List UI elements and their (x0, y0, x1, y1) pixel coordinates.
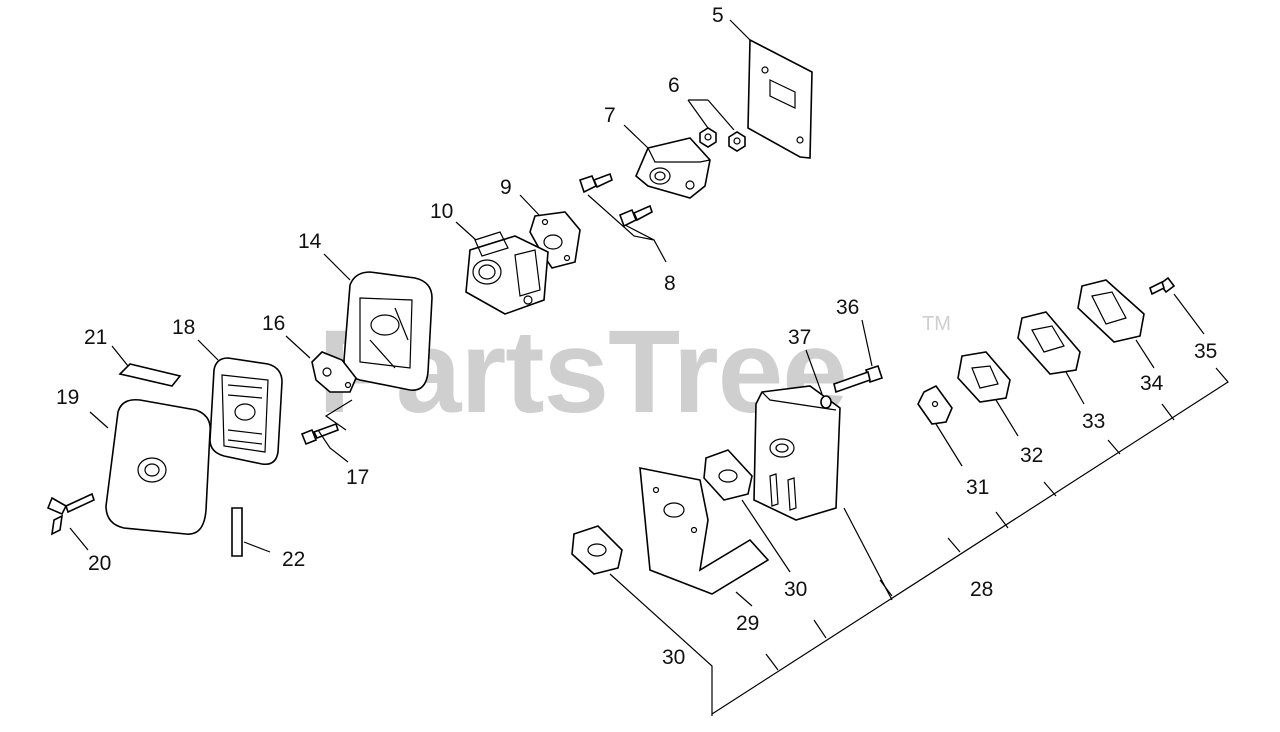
callout-30-upper: 30 (784, 578, 807, 601)
part-18-filter-element[interactable] (209, 357, 283, 466)
callout-5: 5 (712, 4, 724, 27)
callout-19: 19 (56, 386, 79, 409)
part-8-bolts[interactable] (578, 172, 653, 228)
part-22-label[interactable] (231, 507, 243, 557)
part-33-gasket[interactable] (1017, 311, 1081, 375)
callout-6: 6 (668, 74, 680, 97)
callout-10: 10 (430, 200, 453, 223)
callout-18: 18 (172, 316, 195, 339)
callout-36: 36 (836, 296, 859, 319)
callout-labels: 5 6 7 8 9 10 14 16 17 18 19 20 21 22 28 … (56, 4, 1217, 669)
callout-33: 33 (1082, 410, 1105, 433)
part-20-wing-bolt[interactable] (46, 492, 95, 536)
callout-14: 14 (298, 230, 322, 253)
part-10-carburetor[interactable] (465, 231, 549, 315)
part-17-bolt[interactable] (300, 422, 340, 446)
part-9-gasket[interactable] (529, 211, 581, 269)
callout-8: 8 (664, 272, 676, 295)
watermark-trademark: TM (922, 313, 951, 335)
part-30-gasket-upper[interactable] (703, 449, 753, 501)
part-31-plate[interactable] (917, 384, 953, 425)
callout-28: 28 (970, 578, 993, 601)
part-32-gasket[interactable] (957, 351, 1011, 403)
part-14-air-filter-base[interactable] (343, 271, 433, 391)
part-29-heat-shield[interactable] (639, 467, 770, 595)
callout-7: 7 (604, 104, 616, 127)
callout-32: 32 (1020, 444, 1043, 467)
callout-9: 9 (500, 176, 512, 199)
callout-34: 34 (1140, 372, 1164, 395)
part-6-nuts[interactable] (699, 127, 746, 152)
callout-16: 16 (262, 312, 285, 335)
part-19-air-filter-cover[interactable] (105, 398, 212, 535)
callout-37: 37 (788, 326, 811, 349)
part-21-label[interactable] (118, 363, 182, 387)
part-36-bolt[interactable] (833, 364, 884, 394)
part-35-bolt[interactable] (1149, 276, 1176, 296)
part-34-gasket[interactable] (1077, 279, 1145, 343)
part-5-gasket[interactable] (747, 38, 813, 159)
part-37-washer[interactable] (820, 395, 832, 409)
callout-17: 17 (346, 466, 369, 489)
callout-20: 20 (88, 552, 111, 575)
callout-21: 21 (84, 326, 107, 349)
callout-22: 22 (282, 548, 305, 571)
part-16-choke-plate[interactable] (311, 351, 357, 393)
callout-31: 31 (966, 476, 989, 499)
callout-29: 29 (736, 612, 759, 635)
callout-35: 35 (1194, 340, 1217, 363)
part-28-muffler[interactable] (753, 385, 841, 521)
leader-lines (69, 19, 1229, 716)
part-7-insulator[interactable] (635, 137, 711, 199)
part-30-gasket-lower[interactable] (571, 525, 623, 575)
callout-30-lower: 30 (662, 646, 685, 669)
